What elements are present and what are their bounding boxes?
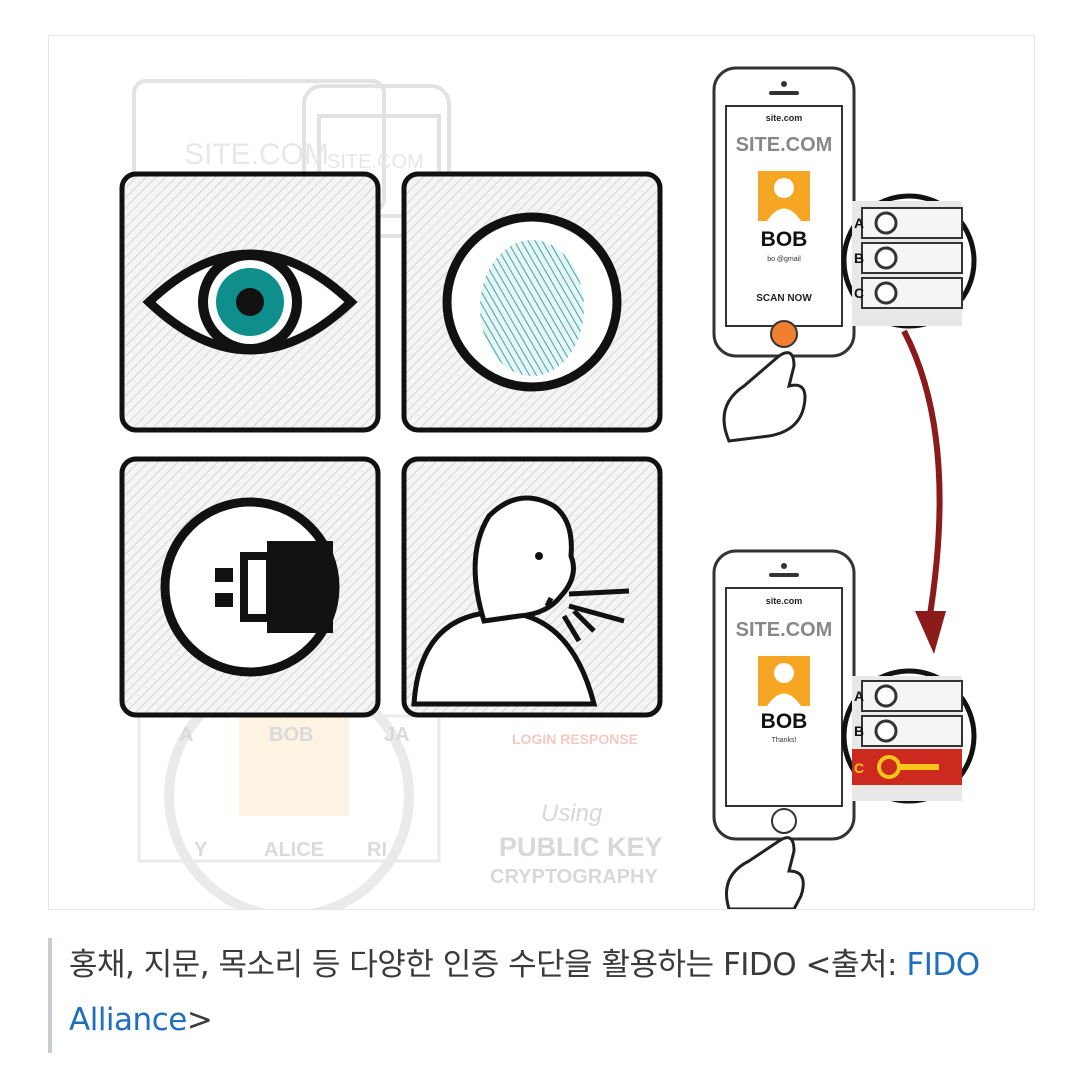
- usb-key-icon: [160, 497, 340, 677]
- phone-bottom-user: BOB: [761, 710, 808, 733]
- fingerprint-icon: [442, 212, 622, 392]
- key-a-bottom: A: [854, 688, 864, 704]
- keys-zoom-bottom: A B C: [841, 668, 977, 804]
- key-b-bottom: B: [854, 723, 864, 739]
- phone-top-user: BOB: [761, 228, 808, 251]
- transition-arrow: [901, 329, 946, 654]
- key-b-top: B: [854, 250, 864, 266]
- home-button-active: [770, 320, 798, 348]
- fido-illustration: SITE.COM SITE.COM A BOB JA Y ALICE RI LO…: [48, 35, 1035, 910]
- speaking-person-icon: [411, 495, 630, 707]
- bg-key-a: A: [179, 724, 193, 746]
- figure-caption: 홍채, 지문, 목소리 등 다양한 인증 수단을 활용하는 FIDO <출처: …: [48, 938, 1038, 1053]
- fingerprint-tile: [401, 171, 663, 433]
- phone-approved: site.com SITE.COM BOB Thanks!: [712, 549, 856, 909]
- usb-key-tile: [119, 456, 381, 718]
- bg-key-ja: JA: [384, 724, 410, 746]
- phone-scan: site.com SITE.COM BOB bo @gmail SCAN NOW: [712, 66, 856, 443]
- cryptography-label: CRYPTOGRAPHY: [490, 866, 658, 888]
- keys-zoom-top: A B C: [841, 193, 977, 329]
- caption-body: 홍채, 지문, 목소리 등 다양한 인증 수단을 활용하는 FIDO <출처:: [69, 947, 907, 983]
- phone-bottom-url: site.com: [766, 596, 803, 606]
- phone-top-handle: bo @gmail: [767, 256, 801, 263]
- bg-key-ri: RI: [367, 839, 387, 861]
- using-label: Using: [541, 800, 603, 827]
- caption-suffix: >: [186, 1002, 213, 1038]
- voice-tile: [401, 456, 663, 718]
- bg-key-bob: BOB: [269, 724, 313, 746]
- login-response-label: LOGIN RESPONSE: [512, 731, 638, 747]
- caption-text: 홍채, 지문, 목소리 등 다양한 인증 수단을 활용하는 FIDO <출처: …: [69, 938, 1038, 1048]
- bg-site-label: SITE.COM: [184, 138, 329, 171]
- home-button: [771, 808, 797, 834]
- phone-top-url: site.com: [766, 113, 803, 123]
- phone-top-action: SCAN NOW: [756, 293, 812, 304]
- bg-key-y: Y: [194, 839, 208, 861]
- key-a-top: A: [854, 215, 864, 231]
- phone-bottom-site: SITE.COM: [736, 619, 833, 641]
- phone-bottom-handle: Thanks!: [772, 737, 797, 744]
- bg-key-alice: ALICE: [264, 839, 324, 861]
- key-c-bottom: C: [854, 760, 864, 776]
- phone-top-site: SITE.COM: [736, 134, 833, 156]
- eye-icon: [142, 249, 358, 355]
- public-key-label: PUBLIC KEY: [499, 832, 663, 862]
- key-c-top: C: [854, 285, 864, 301]
- iris-tile: [119, 171, 381, 433]
- fido-illustration-svg: SITE.COM SITE.COM A BOB JA Y ALICE RI LO…: [119, 66, 977, 909]
- bg-site-label-2: SITE.COM: [327, 151, 424, 173]
- source-link[interactable]: FIDO Alliance: [69, 947, 980, 1038]
